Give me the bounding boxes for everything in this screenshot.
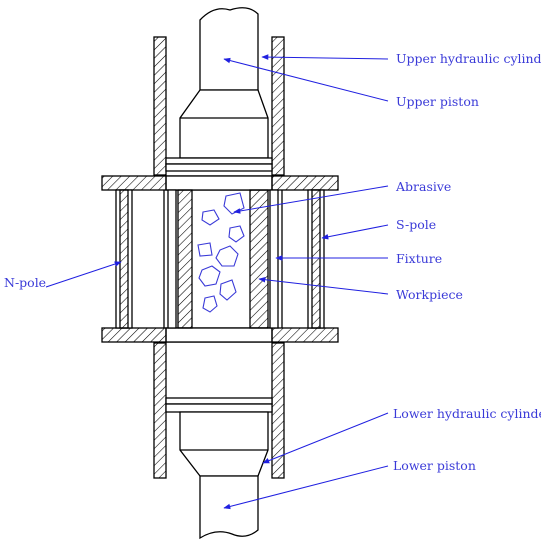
- leader-s-pole: [321, 224, 389, 240]
- leader-lower-piston: [223, 465, 389, 510]
- leader-upper-cylinder: [261, 54, 389, 60]
- lower-hydraulic-cylinder: [153, 342, 285, 479]
- leader-upper-piston: [223, 57, 389, 102]
- leader-n-pole: [45, 261, 122, 288]
- lower-piston: [165, 397, 273, 540]
- upper-piston: [165, 7, 273, 172]
- bottom-plate: [101, 327, 339, 343]
- label-n-pole: N-pole: [4, 275, 46, 290]
- leader-lines: [45, 54, 389, 510]
- label-fixture: Fixture: [396, 251, 442, 266]
- leader-workpiece: [258, 276, 389, 295]
- label-s-pole: S-pole: [396, 217, 436, 232]
- label-abrasive: Abrasive: [395, 179, 451, 194]
- label-lower-piston: Lower piston: [393, 458, 476, 473]
- label-upper-piston: Upper piston: [396, 94, 479, 109]
- fixture: [163, 189, 283, 329]
- s-pole-magnet: [307, 189, 325, 329]
- n-pole-magnet: [115, 189, 133, 329]
- label-upper-hydraulic-cylinder: Upper hydraulic cylinder: [396, 51, 541, 66]
- leader-abrasive: [233, 185, 389, 214]
- upper-hydraulic-cylinder: [153, 36, 285, 176]
- labels: Upper hydraulic cylinder Upper piston Ab…: [4, 51, 541, 473]
- top-plate: [101, 175, 339, 191]
- label-lower-hydraulic-cylinder: Lower hydraulic cylinder: [393, 406, 541, 421]
- label-workpiece: Workpiece: [396, 287, 463, 302]
- leader-lower-cylinder: [262, 412, 389, 464]
- workpiece: [177, 189, 269, 329]
- abrasive-particles: [197, 192, 245, 313]
